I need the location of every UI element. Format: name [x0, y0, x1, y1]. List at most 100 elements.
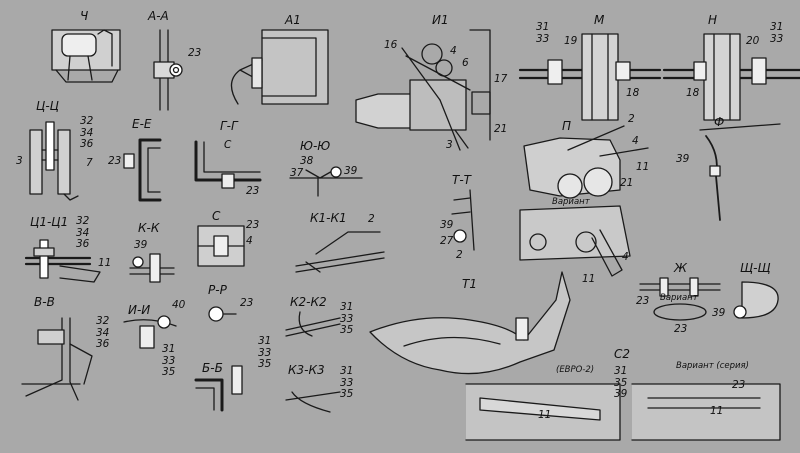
callout-i1-17: 17: [494, 73, 508, 85]
view-title-n: Н: [708, 13, 718, 27]
callout-bb-31: 31: [258, 335, 272, 347]
view-p-drawing: [519, 125, 649, 277]
callout-ii-40: 40: [172, 299, 186, 311]
view-title-aa: А-А: [148, 9, 169, 23]
view-m-drawing: [518, 33, 662, 121]
callout-n-20: 20: [746, 35, 760, 47]
callout-p-4b: 4: [622, 251, 629, 263]
callout-c1-36: 36: [76, 238, 90, 250]
callout-p-2: 2: [628, 113, 635, 125]
view-title-c1c1: Ц1-Ц1: [30, 215, 69, 229]
callout-zh-23: 23: [636, 295, 650, 307]
callout-ii-33: 33: [162, 354, 176, 367]
callout-cc-34: 34: [80, 126, 94, 139]
callout-f-39: 39: [676, 153, 690, 165]
callout-c2-23: 23: [732, 379, 746, 391]
view-t1-drawing: [369, 271, 571, 375]
callout-cc-3: 3: [16, 155, 23, 167]
view-rr-drawing: [208, 306, 237, 322]
callout-yuyu-37: 37: [290, 167, 304, 179]
view-title-cc: Ц-Ц: [36, 99, 59, 113]
view-s-drawing: [197, 225, 245, 267]
callout-cc-32: 32: [80, 115, 94, 127]
view-title-k2k2: К2-К2: [290, 295, 327, 309]
callout-c1-stack: 32 34 36: [76, 216, 89, 250]
view-a1-drawing: [230, 29, 329, 105]
callout-gg-23: 23: [246, 185, 260, 197]
callout-bb-35: 35: [258, 358, 272, 370]
view-title-k1k1: К1-К1: [310, 211, 347, 225]
view-title-tt: Т-Т: [452, 173, 471, 187]
view-ch-drawing: [51, 29, 121, 83]
view-title-shsh: Щ-Щ: [740, 261, 771, 275]
callout-ii-stack: 31 33 35: [162, 344, 175, 378]
view-title-s: С: [212, 209, 221, 223]
view-title-m: М: [594, 13, 605, 27]
view-title-a1: А1: [285, 13, 301, 27]
view-title-ee: Е-Е: [132, 117, 152, 131]
view-title-c2: С2: [614, 347, 631, 361]
callout-i1-21: 21: [494, 123, 508, 135]
callout-rr-23: 23: [240, 297, 254, 309]
view-f-drawing: [699, 123, 781, 221]
callout-yuyu-39: 39: [344, 165, 358, 177]
callout-tt-27: 27: [440, 235, 454, 247]
callout-c1-11: 11: [98, 257, 112, 269]
view-c2-drawing: [465, 383, 781, 441]
callout-k1-2: 2: [368, 213, 375, 225]
callout-k2-33: 33: [340, 312, 354, 325]
callout-c2-11: 11: [538, 409, 552, 421]
view-ee-drawing: [123, 138, 162, 202]
view-vv-drawing: [21, 317, 93, 401]
callout-m-31: 31: [536, 21, 550, 33]
view-title-bb: Б-Б: [202, 361, 223, 375]
view-n-drawing: [662, 33, 800, 121]
view-title-yuyu: Ю-Ю: [300, 139, 331, 153]
view-title-vv: В-В: [34, 295, 55, 309]
callout-k2-35: 35: [340, 324, 354, 336]
view-bb-drawing: [194, 365, 243, 412]
callout-m-19: 19: [564, 35, 578, 47]
callout-s-23: 23: [246, 219, 260, 231]
callout-n-31-33: 31 33: [770, 22, 783, 44]
callout-n-31: 31: [770, 21, 784, 33]
callout-k3-stack: 31 33 35: [340, 366, 353, 400]
callout-p-11: 11: [636, 161, 650, 173]
callout-ii-35: 35: [162, 366, 176, 378]
view-shsh-drawing: [733, 281, 779, 319]
view-title-ch: Ч: [80, 9, 89, 23]
callout-yuyu-38: 38: [300, 155, 314, 167]
view-c1c1-drawing: [24, 239, 101, 283]
callout-aa-23: 23: [188, 47, 202, 59]
variant-label-zh: Вариант: [660, 293, 698, 303]
callout-k3-31: 31: [340, 365, 354, 377]
view-k2k2-drawing: [285, 311, 341, 337]
view-title-kk: К-К: [138, 221, 160, 235]
callout-ee-23: 23: [108, 155, 122, 167]
callout-m-31-33: 31 33: [536, 22, 549, 44]
variant-label-p: Вариант: [552, 197, 590, 207]
callout-i1-16: 16: [384, 39, 398, 51]
callout-cc-36: 36: [80, 138, 94, 150]
view-tt-drawing: [451, 189, 475, 251]
view-cc-drawing: [29, 121, 79, 201]
view-k1k1-drawing: [295, 231, 385, 273]
callout-m-18: 18: [626, 87, 640, 99]
callout-vv-stack: 32 34 36: [96, 316, 109, 350]
callout-s-4: 4: [246, 235, 253, 247]
callout-tt-39: 39: [440, 219, 454, 231]
callout-cc-7: 7: [86, 157, 93, 169]
view-title-k3k3: К3-К3: [288, 363, 325, 377]
callout-c2-35: 35: [614, 376, 628, 389]
callout-k3-35: 35: [340, 388, 354, 400]
callout-vv-32: 32: [96, 315, 110, 327]
callout-c2-11b: 11: [710, 405, 724, 417]
callout-c2-39: 39: [614, 388, 628, 400]
callout-k2-31: 31: [340, 301, 354, 313]
callout-ii-31: 31: [162, 343, 176, 355]
view-title-f: Ф: [714, 115, 725, 129]
view-yuyu-drawing: [289, 166, 363, 197]
callout-shsh-39: 39: [712, 307, 726, 319]
